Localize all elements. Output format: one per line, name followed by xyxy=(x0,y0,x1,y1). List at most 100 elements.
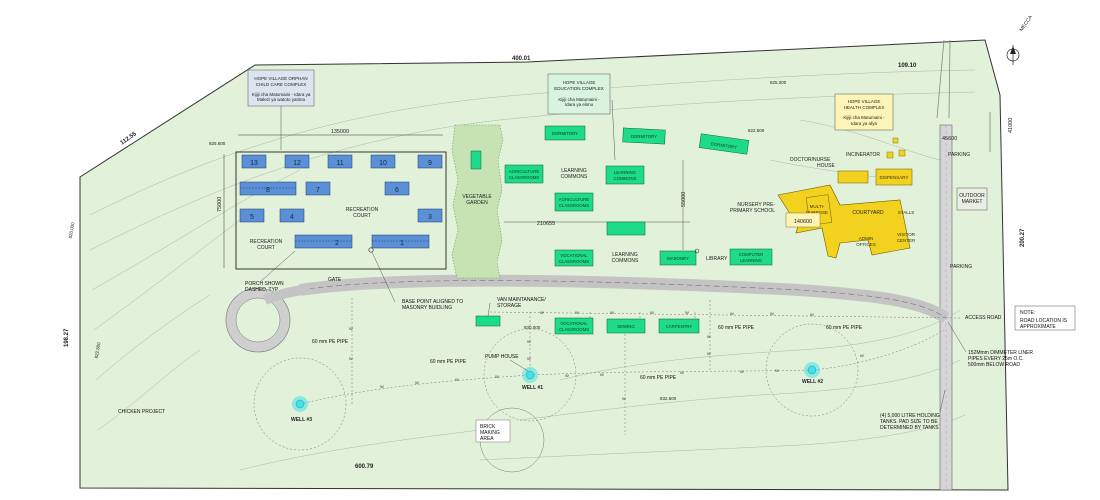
svg-text:COMMONS: COMMONS xyxy=(561,174,588,180)
tank-pad xyxy=(892,137,899,144)
orphan-complex-subtitle: Kijiji cha Matumaini - Idara ya xyxy=(252,92,311,97)
svg-text:W: W xyxy=(775,368,779,373)
masonry-base-point-icon xyxy=(694,248,700,254)
svg-text:W: W xyxy=(527,356,531,361)
outdoor-market xyxy=(956,187,988,211)
svg-text:APPROXIMATE: APPROXIMATE xyxy=(1020,324,1056,330)
base-point-icon xyxy=(368,247,374,253)
gate-label: GATE xyxy=(328,277,342,283)
dim-east-strip: 45600 xyxy=(942,136,957,142)
svg-text:PURPOSE: PURPOSE xyxy=(806,210,828,215)
svg-text:10: 10 xyxy=(379,160,387,167)
svg-text:MAKING: MAKING xyxy=(480,430,500,436)
orphan-building-11 xyxy=(327,154,353,169)
svg-text:EDUCATION COMPLEX: EDUCATION COMPLEX xyxy=(554,86,603,91)
svg-text:W: W xyxy=(707,334,711,339)
parking-label-1: PARKING xyxy=(948,152,970,158)
nursery-label: NURSERY PRE- xyxy=(737,202,775,208)
svg-text:STORAGE: STORAGE xyxy=(497,303,522,309)
orphan-building-9 xyxy=(417,154,443,169)
svg-text:W: W xyxy=(707,351,711,356)
orphan-width-dim: 135000 xyxy=(331,129,349,135)
svg-text:W: W xyxy=(730,311,734,316)
vocational-classroom-1 xyxy=(554,249,594,267)
brick-area-label: BRICK xyxy=(480,424,496,430)
education-complex-title-box xyxy=(547,73,611,115)
library-label: LIBRARY xyxy=(706,256,728,262)
svg-text:4: 4 xyxy=(290,214,294,221)
svg-text:MARKET: MARKET xyxy=(962,199,983,205)
sewing-building xyxy=(606,318,646,334)
svg-text:W: W xyxy=(740,369,744,374)
orphan-building-10 xyxy=(370,154,396,169)
svg-text:MULTI-: MULTI- xyxy=(810,204,825,209)
svg-text:TANKS. PAD SIZE TO BE: TANKS. PAD SIZE TO BE xyxy=(880,419,938,425)
orphan-contour-label: 825.600 xyxy=(209,141,226,146)
contour-label-4: 825.000 xyxy=(770,80,787,85)
svg-text:1: 1 xyxy=(400,240,404,247)
svg-text:COURT: COURT xyxy=(353,213,371,219)
vegetable-garden-label: VEGETABLE xyxy=(462,194,492,200)
svg-text:DISPENSARY: DISPENSARY xyxy=(880,175,909,180)
svg-text:COMMONS: COMMONS xyxy=(614,176,637,181)
svg-text:DORMITORY: DORMITORY xyxy=(711,141,738,150)
education-height-dim: 55000 xyxy=(681,192,687,207)
orphan-building-13 xyxy=(241,154,267,169)
orphan-building-2 xyxy=(294,234,353,249)
svg-text:W: W xyxy=(349,356,353,361)
svg-text:5: 5 xyxy=(250,214,254,221)
access-road-label: ACCESS ROAD xyxy=(965,315,1002,321)
orphan-complex-title-box xyxy=(247,69,315,107)
north-label: MECCA xyxy=(1019,14,1035,33)
svg-text:W: W xyxy=(527,339,531,344)
dispensary xyxy=(875,168,913,186)
contour-label-3: 822.500 xyxy=(748,128,765,133)
vocational-classroom-2 xyxy=(554,317,594,335)
pipe-label-5: 60 mm PE PIPE xyxy=(826,325,863,331)
dormitory-1 xyxy=(544,125,586,141)
dormitory-3 xyxy=(698,133,750,155)
parking-label-2: PARKING xyxy=(950,264,972,270)
recreation-court-label-2: RECREATION xyxy=(250,239,283,245)
brick-area-label-box xyxy=(475,419,511,443)
masonry-building xyxy=(659,250,697,266)
dim-right: 200.27 xyxy=(1020,228,1026,247)
porch-note: PORCH SHOWN xyxy=(245,281,284,287)
visitor-label: VISITOR xyxy=(897,232,916,237)
orphan-building-4 xyxy=(279,208,305,223)
orphan-building-3 xyxy=(417,208,443,223)
property-boundary xyxy=(79,39,1009,491)
svg-text:Idara ya afya: Idara ya afya xyxy=(851,121,878,126)
svg-text:OUTDOOR: OUTDOOR xyxy=(959,193,985,199)
svg-text:W: W xyxy=(610,310,614,315)
dim-left: 198.27 xyxy=(64,328,70,347)
health-complex-title-box xyxy=(834,93,894,131)
svg-text:GARDEN: GARDEN xyxy=(466,200,488,206)
base-point-label: BASE POINT ALIGNED TO xyxy=(402,299,463,305)
svg-text:LEARNING: LEARNING xyxy=(614,170,637,175)
svg-text:AGRICULTURE: AGRICULTURE xyxy=(559,197,590,202)
svg-text:500mm BELOW ROAD: 500mm BELOW ROAD xyxy=(968,362,1020,368)
pipe-label-4: 60 mm PE PIPE xyxy=(718,325,755,331)
doctor-label: DOCTOR/NURSE xyxy=(790,157,831,163)
svg-text:COURT: COURT xyxy=(257,245,275,251)
svg-text:LEARNING: LEARNING xyxy=(612,252,638,258)
pump-house-label: PUMP HOUSE xyxy=(485,354,519,360)
contour-label-5: 820.000 xyxy=(68,221,76,238)
orphan-building-12 xyxy=(284,154,310,169)
svg-text:HOUSE: HOUSE xyxy=(817,163,835,169)
road-note: NOTE: xyxy=(1020,310,1035,316)
north-arrow-icon: MECCA xyxy=(1006,14,1035,65)
dormitory-2 xyxy=(622,127,666,145)
svg-text:VOCATIONAL: VOCATIONAL xyxy=(560,253,588,258)
pipe-label-2: 60 mm PE PIPE xyxy=(430,359,467,365)
orphan-building-1 xyxy=(371,234,430,249)
dim-top: 400.01 xyxy=(512,56,531,62)
svg-text:HOPE VILLAGE: HOPE VILLAGE xyxy=(848,99,881,104)
svg-text:ROAD LOCATION IS: ROAD LOCATION IS xyxy=(1020,318,1068,324)
agri-classroom-2 xyxy=(554,192,594,212)
admin-label: ADMIN xyxy=(859,236,874,241)
health-complex: HOPE VILLAGE HEALTH COMPLEX Kijiji cha M… xyxy=(777,93,988,270)
svg-text:SEWING: SEWING xyxy=(617,324,635,329)
